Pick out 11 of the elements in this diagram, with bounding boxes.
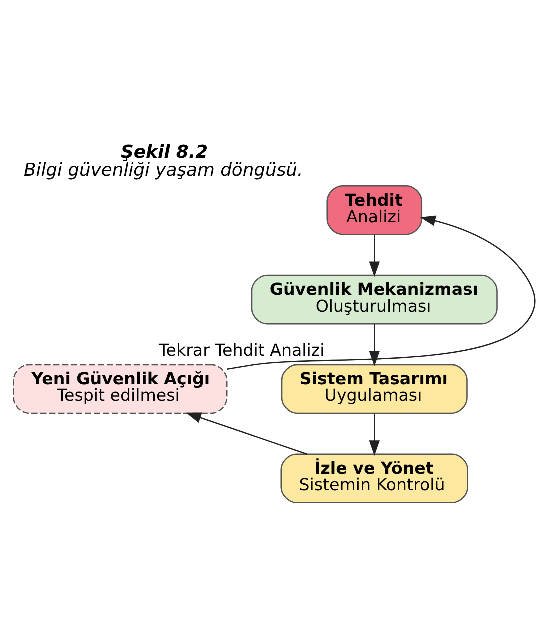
- node-box: Tehdit Analizi: [326, 185, 423, 236]
- arrow: [369, 414, 380, 456]
- node-box: Sistem Tasarımı Uygulaması: [281, 364, 468, 414]
- arrow: [369, 234, 380, 278]
- node-box: Güvenlik Mekanizması Oluşturulması: [251, 274, 498, 325]
- arrow: [369, 324, 380, 367]
- edge-label: Tekrar Tehdit Analizi: [158, 341, 325, 360]
- node-box: İzle ve Yönet Sistemin Kontrolü: [280, 454, 469, 504]
- arrow: [227, 216, 536, 370]
- arrow: [186, 412, 308, 455]
- node-box: Yeni Güvenlik Açığı Tespit edilmesi: [13, 364, 228, 414]
